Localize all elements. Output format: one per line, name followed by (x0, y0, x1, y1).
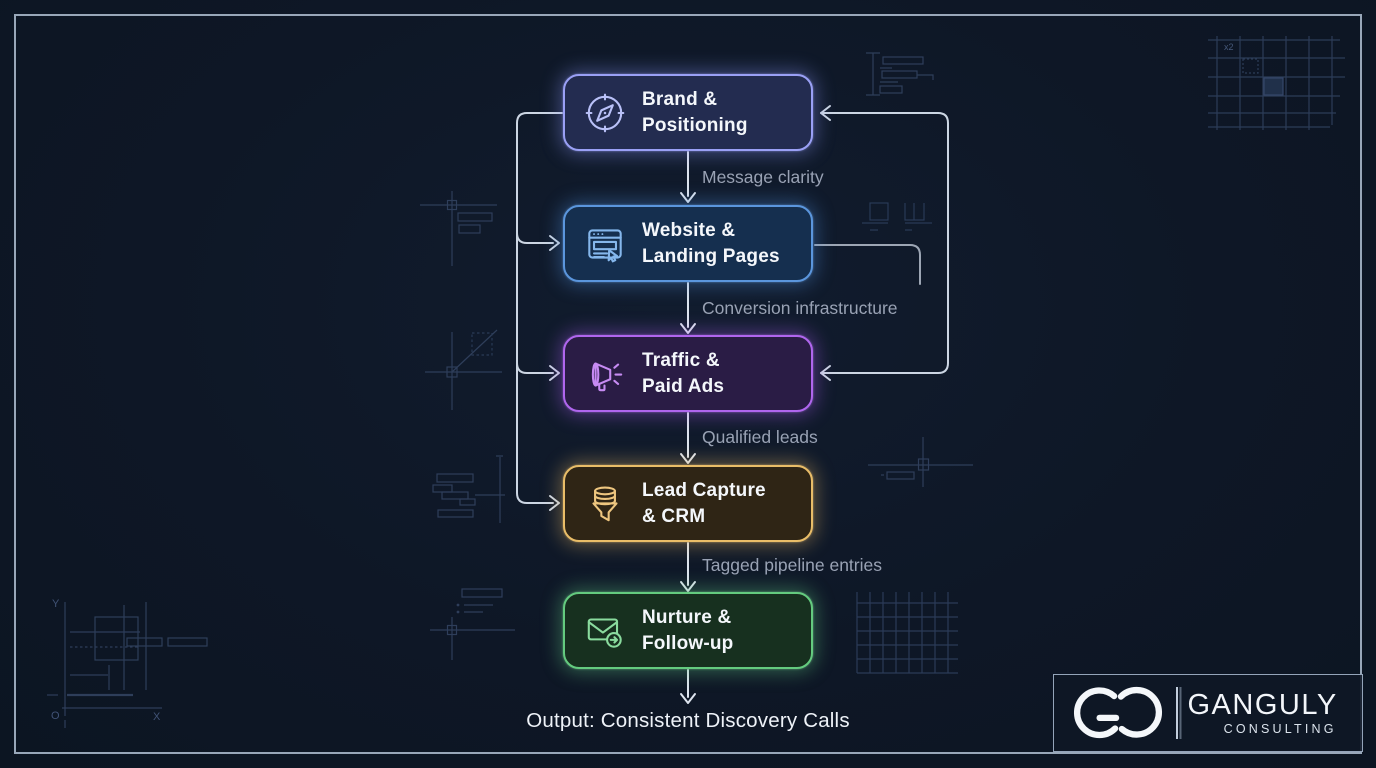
logo-name: GANGULY (1187, 688, 1338, 721)
edge-label-qualified-leads: Qualified leads (702, 427, 818, 447)
flow-box-website-landing: Website & Landing Pages (563, 205, 813, 282)
edge-label-message-clarity: Message clarity (702, 167, 824, 187)
website-stub-connector (814, 244, 921, 285)
box-title: Nurture & Follow-up (642, 605, 734, 657)
dimension-bars-sketch-top (866, 52, 934, 96)
box-title: Traffic & Paid Ads (642, 348, 724, 400)
axis-x-label: X (153, 711, 161, 723)
box-title-line1: Traffic & (642, 349, 720, 371)
logo-divider (1176, 687, 1178, 739)
flow-box-traffic-paid-ads: Traffic & Paid Ads (563, 335, 813, 412)
flow-arrow-down (680, 151, 696, 704)
box-title-line2: & CRM (642, 505, 706, 527)
box-title-line1: Brand & (642, 88, 718, 110)
browser-icon (588, 228, 622, 262)
box-title-line2: Follow-up (642, 632, 734, 654)
megaphone-icon (591, 362, 623, 391)
axes-sketch-bottom-left: Y O X (47, 598, 208, 728)
compass-icon (585, 93, 625, 132)
edge-label-conversion-infrastructure: Conversion infrastructure (702, 298, 898, 318)
box-title: Lead Capture & CRM (642, 478, 766, 530)
gantt-bars-sketch-left (432, 455, 505, 523)
crosshair-diagonal-sketch-left (425, 329, 502, 410)
logo-subtitle: CONSULTING (1223, 721, 1337, 736)
crosshair-sketch-left-top (420, 191, 497, 266)
grid-sketch-right (856, 592, 958, 674)
envelope-icon (587, 617, 622, 648)
window-squares-sketch (862, 202, 932, 231)
box-title-line2: Positioning (642, 114, 748, 136)
flow-box-lead-capture-crm: Lead Capture & CRM (563, 465, 813, 542)
crosshair-sketch-right (868, 437, 973, 487)
brand-logo: GANGULY CONSULTING (1053, 674, 1363, 752)
box-title-line1: Website & (642, 219, 736, 241)
right-feedback-loop (820, 105, 949, 381)
grid-sketch-top-right: x2 (1208, 36, 1345, 130)
box-title-line2: Paid Ads (642, 375, 725, 397)
grid-note-label: x2 (1224, 42, 1234, 52)
logo-text: GANGULY CONSULTING (1187, 688, 1338, 736)
box-title-line2: Landing Pages (642, 245, 780, 267)
axis-y-label: Y (52, 598, 60, 610)
flow-box-nurture-followup: Nurture & Follow-up (563, 592, 813, 669)
logo-monogram-icon (1074, 686, 1162, 739)
output-caption: Output: Consistent Discovery Calls (526, 709, 850, 732)
box-title-line1: Lead Capture (642, 479, 766, 501)
box-title: Website & Landing Pages (642, 218, 780, 270)
list-sketch-left-bottom (430, 588, 515, 660)
box-title: Brand & Positioning (642, 87, 748, 139)
flow-box-brand-positioning: Brand & Positioning (563, 74, 813, 151)
box-title-line1: Nurture & (642, 606, 732, 628)
edge-label-tagged-pipeline-entries: Tagged pipeline entries (702, 555, 882, 575)
axis-origin-label: O (51, 710, 60, 722)
funnel-icon (592, 486, 618, 521)
left-feedback-loop (516, 112, 563, 511)
